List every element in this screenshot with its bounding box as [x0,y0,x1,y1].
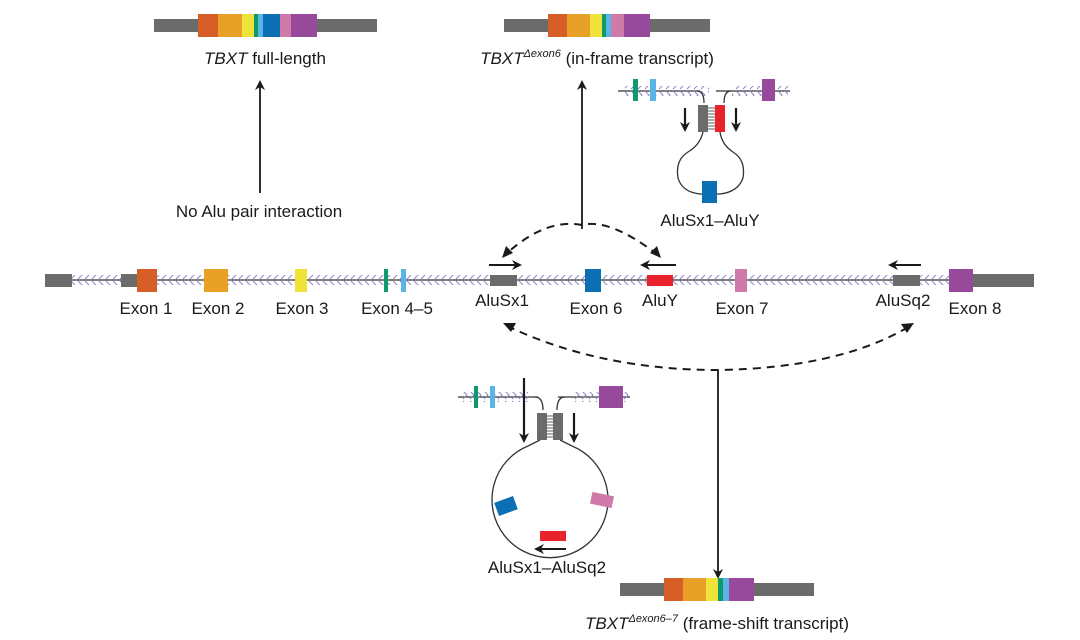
exon2-block [567,14,590,37]
exon7-block [589,491,615,509]
utr-5prime-1 [45,274,72,287]
exon5-block [401,269,406,292]
exon8-block [291,14,317,37]
exon4-block [254,14,258,37]
exon1-block [198,14,218,37]
interaction-arc-sx1-sq2 [506,325,911,372]
alusq2-block [893,275,920,286]
arc-arrowhead-left [502,246,513,258]
pair-sx1-aluy-label: AluSx1–AluY [660,211,759,230]
loop-sx1-aluy [618,79,790,203]
exon8-block [599,386,623,408]
utr-left [154,19,198,32]
exon3-block [295,269,307,292]
exon7-block [735,269,747,292]
arc-arrowhead-right [650,246,661,258]
exon1-block [548,14,567,37]
transcript-full-length: TBXT full-length [154,14,377,68]
utr-left [504,19,548,32]
no-pair-label: No Alu pair interaction [176,202,342,221]
alusx1-block [698,105,708,132]
exon6-block [494,496,518,516]
exon3-block [242,14,254,37]
exon6-block [263,14,280,37]
label-exon1: Exon 1 [120,299,173,318]
exon4-block [602,14,606,37]
aluy-block [540,531,566,541]
aluy-block [715,105,725,132]
label-alusq2: AluSq2 [876,291,931,310]
utr-5prime-2 [121,274,138,287]
exon1-block [664,578,683,601]
arc-arrowhead-right [901,323,914,333]
utr-right [317,19,377,32]
utr-right [650,19,710,32]
gene-labels: Exon 1 Exon 2 Exon 3 Exon 4–5 AluSx1 Exo… [120,291,1002,318]
exon7-block [280,14,291,37]
exon4-block [633,79,638,101]
exon5-block [606,14,611,37]
aluy-block [647,275,673,286]
label-exon8: Exon 8 [949,299,1002,318]
exon8-block [624,14,650,37]
exon8-block [729,578,754,601]
label-exon3: Exon 3 [276,299,329,318]
exon3-block [590,14,602,37]
label-exon6: Exon 6 [570,299,623,318]
exon1-block [137,269,157,292]
exon4-block [474,386,478,408]
transcript-frameshift: TBXTΔexon6–7 (frame-shift transcript) [585,578,849,633]
exon8-block [949,269,973,292]
exon5-block [650,79,656,101]
alusq2-block [553,413,563,440]
transcript-full-label: TBXT full-length [204,49,326,68]
exon6-block [702,181,717,203]
exon4-block [718,578,723,601]
label-exon2: Exon 2 [192,299,245,318]
transcript-inframe-label: TBXTΔexon6 (in-frame transcript) [480,48,714,68]
pair-sx1-alusq2-label: AluSx1–AluSq2 [488,558,606,577]
exon2-block [204,269,228,292]
label-alusx1: AluSx1 [475,291,529,310]
exon5-block [490,386,495,408]
interaction-arc-sx1-y [504,222,659,256]
transcript-frameshift-label: TBXTΔexon6–7 (frame-shift transcript) [585,613,849,633]
exon8-block [762,79,775,101]
alusx1-block [537,413,547,440]
loop-sx1-alusq2 [458,378,631,559]
label-exon7: Exon 7 [716,299,769,318]
exon4-block [384,269,388,292]
exon7-block [611,14,624,37]
exon2-block [218,14,242,37]
arc-arrowhead-left [503,323,516,332]
utr-3prime [973,274,1034,287]
gene-locus [45,260,1034,292]
utr-left [620,583,664,596]
utr-right [754,583,814,596]
label-aluy: AluY [642,291,678,310]
exon3-block [706,578,718,601]
exon2-block [683,578,706,601]
alusx1-block [490,275,517,286]
label-exon45: Exon 4–5 [361,299,433,318]
exon6-block [585,269,601,292]
exon5-block [258,14,263,37]
exon5-block [723,578,729,601]
transcript-inframe: TBXTΔexon6 (in-frame transcript) [480,14,714,68]
